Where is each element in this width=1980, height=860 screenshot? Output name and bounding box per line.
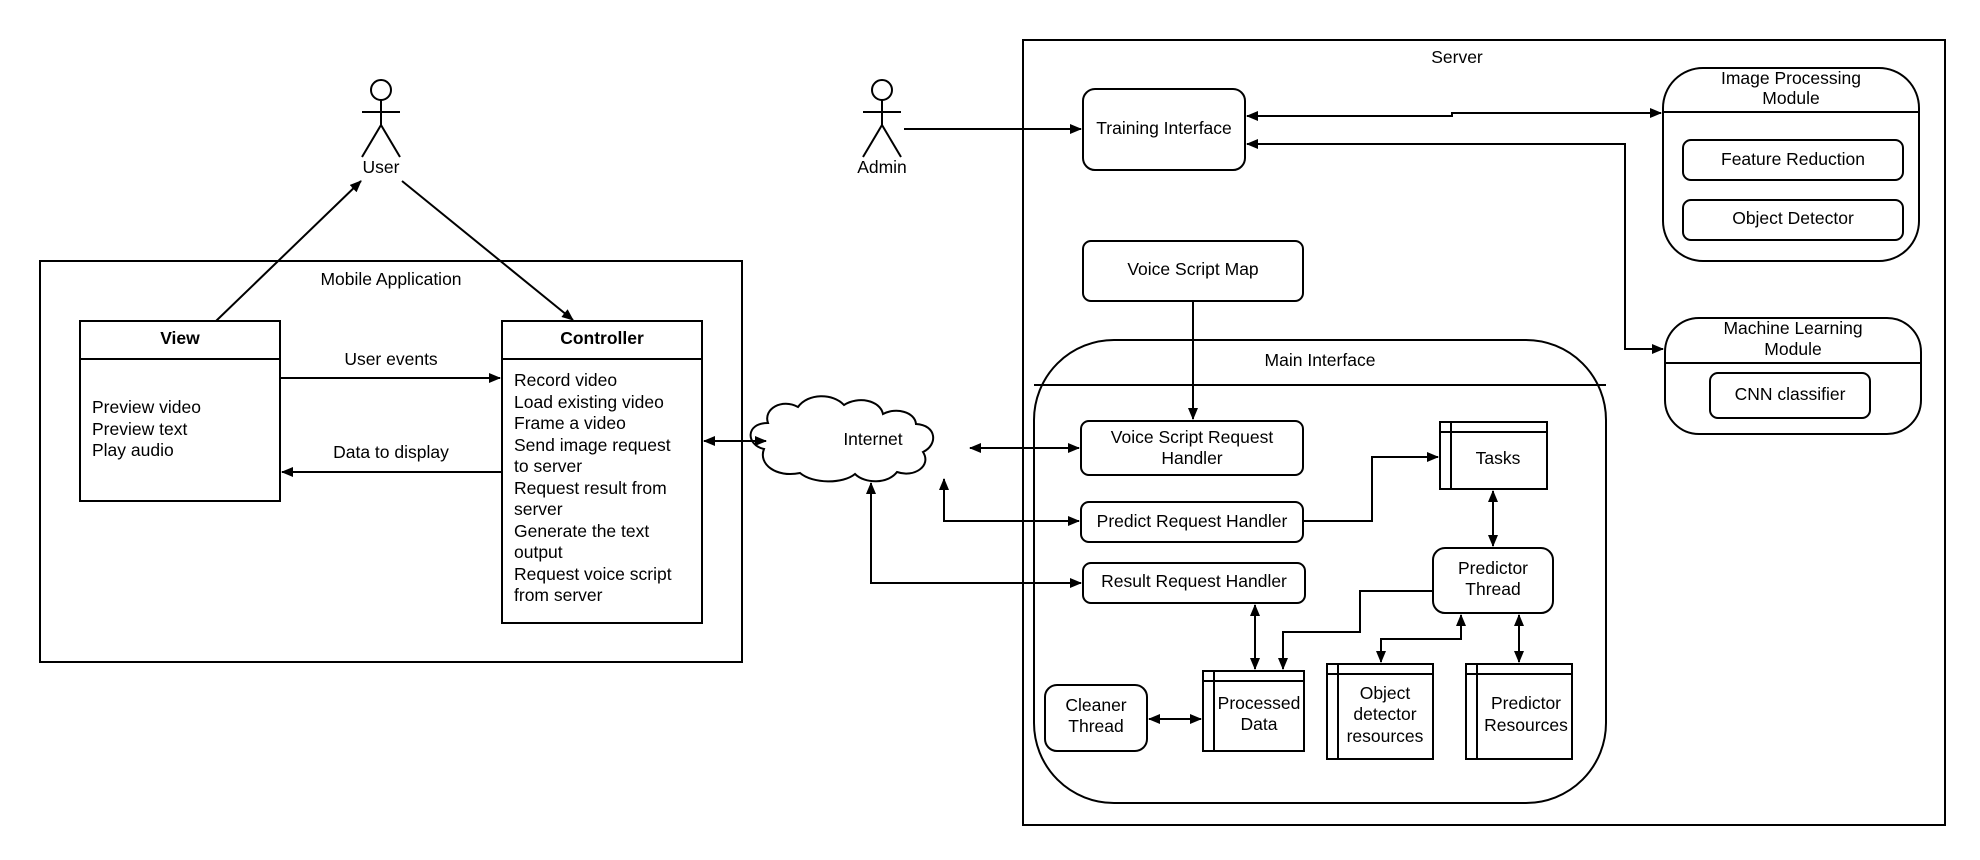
controller-component: Controller Record video Load existing vi…	[501, 320, 703, 624]
object-detector-label: Object Detector	[1732, 208, 1854, 228]
server-title: Server	[1431, 47, 1483, 67]
training-machine-learning-arrow	[1246, 139, 1664, 354]
user-to-controller-arrow	[401, 180, 574, 321]
main-interface-title: Main Interface	[1265, 350, 1376, 370]
admin-actor: Admin	[857, 79, 907, 177]
training-image-processing-arrow	[1246, 108, 1662, 121]
mobile-application-title: Mobile Application	[320, 269, 461, 289]
controller-item: Send image request	[514, 435, 671, 455]
svg-text:Machine Learning: Machine Learning	[1723, 318, 1862, 338]
predictor-object-resources-arrow	[1376, 614, 1466, 663]
svg-text:Handler: Handler	[1161, 448, 1222, 468]
user-label: User	[363, 157, 400, 177]
result-request-handler: Result Request Handler	[1082, 562, 1306, 604]
svg-text:Predict Request Handler: Predict Request Handler	[1097, 511, 1288, 531]
predictor-to-processed-arrow	[1278, 590, 1433, 670]
controller-item: Generate the text	[514, 521, 649, 541]
data-to-display-label: Data to display	[333, 442, 449, 462]
svg-text:Object: Object	[1360, 683, 1411, 703]
tasks-store: Tasks	[1439, 421, 1548, 490]
view-item: Preview text	[92, 419, 187, 439]
svg-text:Result Request Handler: Result Request Handler	[1101, 571, 1287, 591]
voice-script-request-handler: Voice Script Request Handler	[1080, 420, 1304, 476]
training-interface: Training Interface	[1082, 88, 1246, 171]
svg-text:Processed: Processed	[1218, 693, 1301, 713]
svg-text:Voice Script Request: Voice Script Request	[1111, 427, 1274, 447]
svg-text:Training Interface: Training Interface	[1096, 118, 1232, 138]
view-to-user-arrow	[215, 180, 362, 322]
internet-cloud: Internet	[749, 395, 934, 483]
view-header: View	[160, 328, 200, 348]
predictor-thread: Predictor Thread	[1432, 547, 1554, 614]
controller-item: Request voice script	[514, 564, 672, 584]
admin-label: Admin	[857, 157, 907, 177]
svg-text:Predictor: Predictor	[1491, 693, 1561, 713]
svg-text:Resources: Resources	[1484, 715, 1568, 735]
controller-item: Frame a video	[514, 413, 626, 433]
view-item: Play audio	[92, 440, 174, 460]
object-detector-box	[1682, 199, 1904, 241]
machine-learning-module: Machine Learning Module CNN classifier	[1664, 317, 1922, 435]
svg-text:detector: detector	[1353, 704, 1416, 724]
controller-item: Request result from	[514, 478, 667, 498]
user-actor: User	[361, 79, 401, 177]
user-events-label: User events	[344, 349, 438, 369]
image-processing-module: Image Processing Module Feature Reductio…	[1662, 67, 1920, 262]
svg-text:Image Processing: Image Processing	[1721, 68, 1861, 88]
controller-item: Load existing video	[514, 392, 664, 412]
view-item: Preview video	[92, 397, 201, 417]
cnn-classifier-label: CNN classifier	[1735, 384, 1846, 404]
controller-item: to server	[514, 456, 582, 476]
svg-text:Cleaner: Cleaner	[1065, 695, 1126, 715]
view-component: View Preview video Preview text Play aud…	[79, 320, 281, 502]
controller-item: server	[514, 499, 563, 519]
voice-script-map: Voice Script Map	[1082, 240, 1304, 302]
controller-header: Controller	[560, 328, 644, 348]
internet-result-handler-arrow	[866, 482, 1082, 588]
predict-to-tasks-arrow	[1303, 452, 1439, 522]
svg-text:Thread: Thread	[1465, 579, 1520, 599]
object-detector-resources-store: Object detector resources	[1326, 663, 1434, 760]
processed-data-store: Processed Data	[1202, 670, 1305, 752]
svg-text:resources: resources	[1347, 726, 1424, 746]
controller-item: from server	[514, 585, 603, 605]
cleaner-thread: Cleaner Thread	[1044, 684, 1148, 752]
predictor-resources-store: Predictor Resources	[1465, 663, 1573, 760]
svg-text:Thread: Thread	[1068, 716, 1123, 736]
server-container: Server	[1022, 39, 1946, 826]
svg-text:Data: Data	[1241, 714, 1278, 734]
controller-item: Record video	[514, 370, 617, 390]
internet-predict-handler-arrow	[939, 478, 1080, 526]
svg-text:Predictor: Predictor	[1458, 558, 1528, 578]
svg-text:Module: Module	[1762, 88, 1819, 108]
cnn-classifier-box	[1709, 372, 1871, 419]
internet-label: Internet	[843, 429, 902, 449]
predict-request-handler: Predict Request Handler	[1080, 501, 1304, 543]
svg-text:Voice Script Map: Voice Script Map	[1127, 259, 1258, 279]
feature-reduction-box	[1682, 139, 1904, 181]
controller-item: output	[514, 542, 563, 562]
svg-text:Module: Module	[1764, 339, 1821, 359]
feature-reduction-label: Feature Reduction	[1721, 149, 1865, 169]
svg-text:Tasks: Tasks	[1476, 448, 1521, 468]
